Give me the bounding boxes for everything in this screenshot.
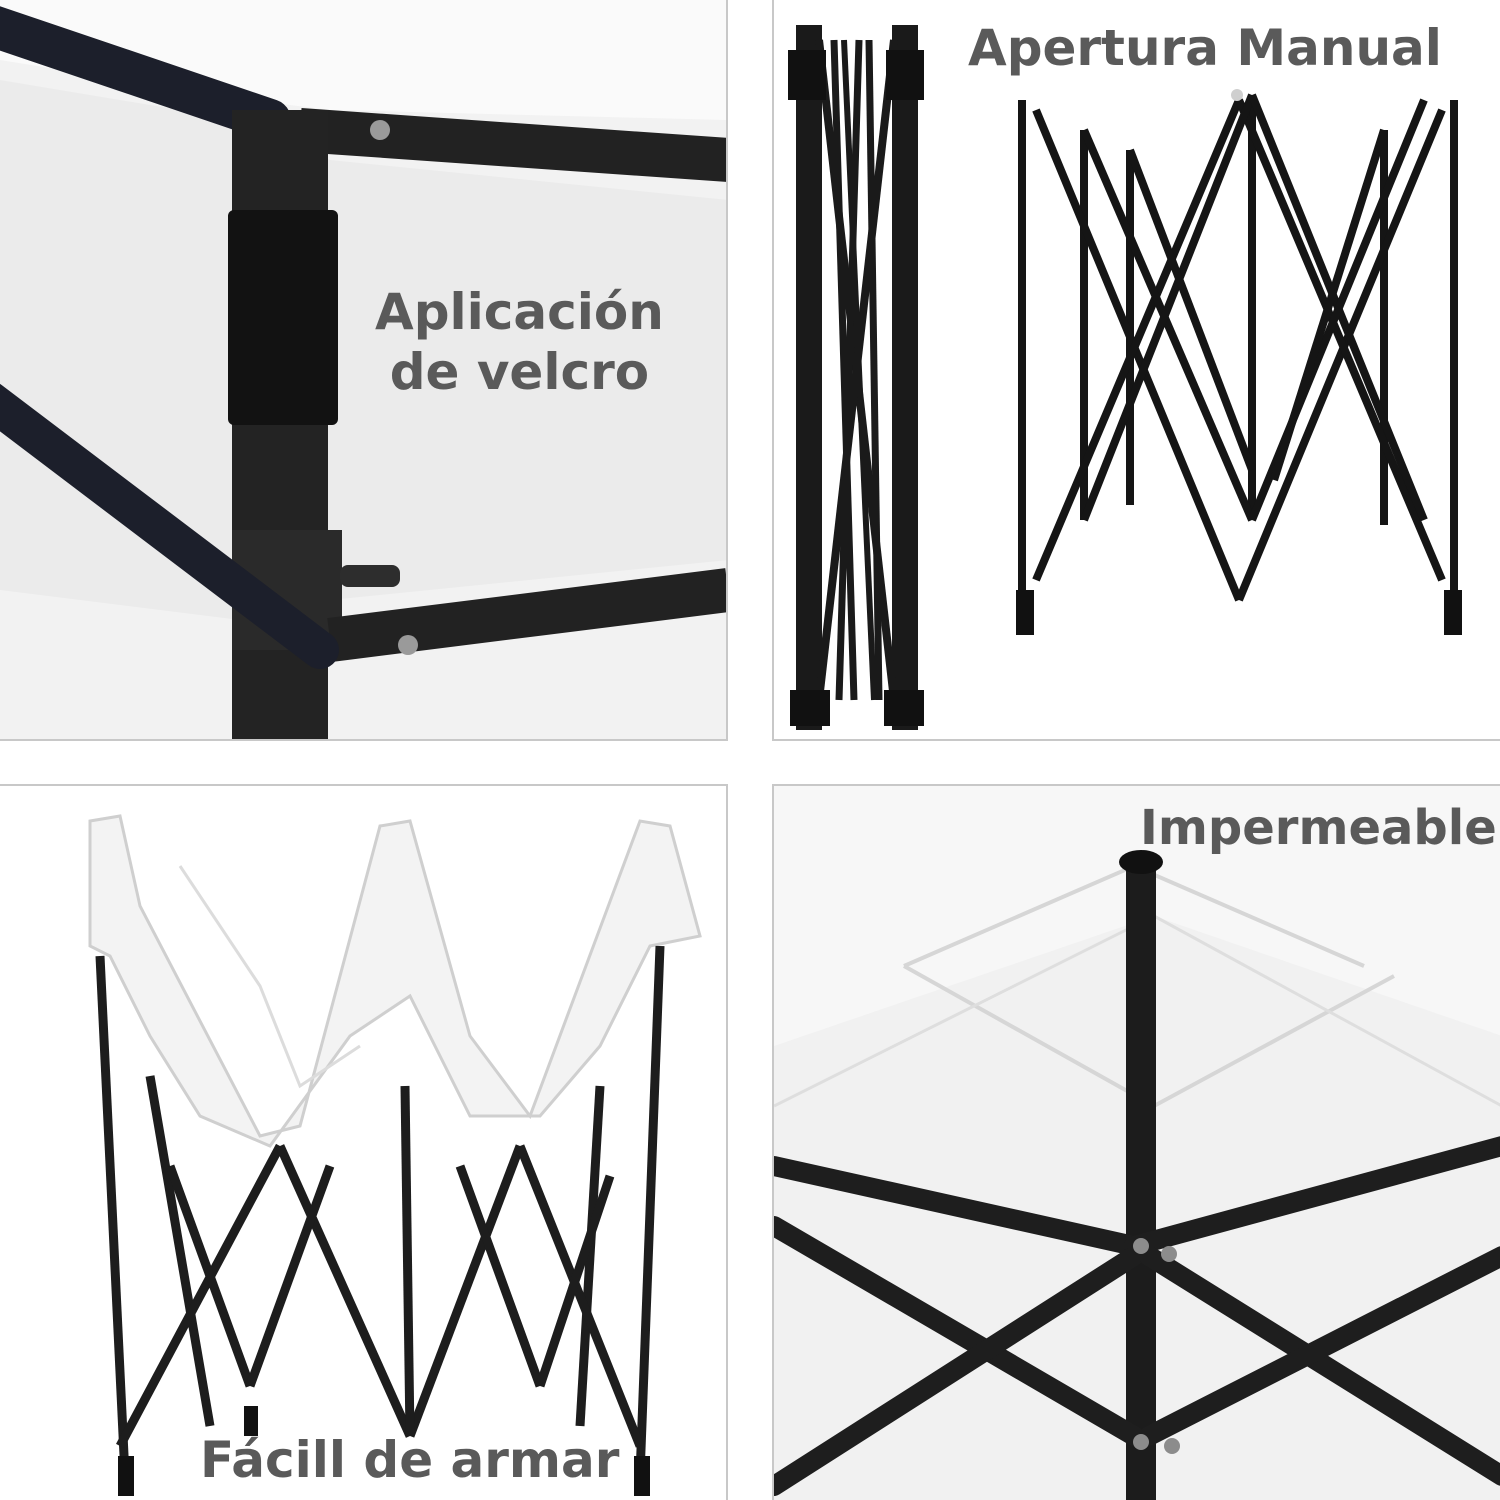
- velcro-caption: Aplicación de velcro: [375, 282, 664, 402]
- velcro-caption-line2: de velcro: [389, 343, 650, 401]
- manual-opening-photo: [788, 25, 1462, 730]
- manual-opening-caption: Apertura Manual: [968, 19, 1442, 77]
- waterproof-caption: Impermeable: [1140, 800, 1497, 856]
- waterproof-photo: [774, 786, 1500, 1500]
- velcro-photo-panel: [0, 0, 728, 741]
- manual-opening-panel: [772, 0, 1500, 741]
- easy-assembly-panel: [0, 784, 728, 1500]
- velcro-detail-photo: [0, 0, 726, 739]
- easy-assembly-photo: [88, 814, 702, 1496]
- easy-assembly-caption: Fácill de armar: [200, 1431, 620, 1489]
- waterproof-panel: [772, 784, 1500, 1500]
- velcro-caption-line1: Aplicación: [375, 283, 664, 341]
